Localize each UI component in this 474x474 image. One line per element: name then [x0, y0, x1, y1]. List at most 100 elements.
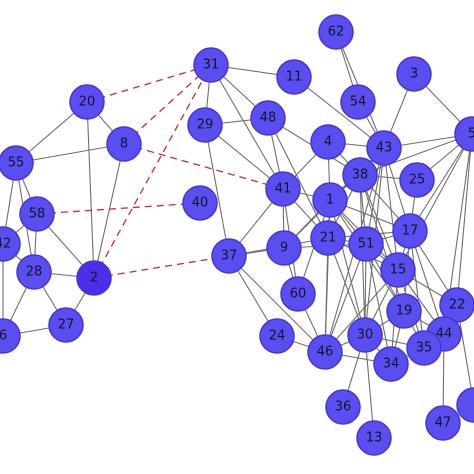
- node-circle: [310, 220, 346, 256]
- node-label: 60: [290, 287, 307, 302]
- graph-node-9: 9: [266, 230, 302, 266]
- node-label: 51: [358, 237, 375, 252]
- graph-node-43: 43: [366, 130, 402, 166]
- node-label: 44: [436, 327, 453, 342]
- node-label: 24: [269, 329, 286, 344]
- dashed-edge-8-31: [123, 64, 212, 145]
- node-label: 20: [79, 95, 96, 110]
- node-circle: [456, 387, 474, 423]
- graph-node-55: 55: [0, 145, 34, 181]
- graph-node-31: 31: [193, 47, 229, 83]
- graph-node-27: 27: [48, 307, 84, 343]
- node-circle: [380, 252, 416, 288]
- node-label: 15: [390, 263, 407, 278]
- node-circle: [0, 145, 34, 181]
- edge-20-2: [86, 101, 95, 279]
- node-circle: [280, 276, 316, 312]
- node-label: 6: [0, 329, 7, 344]
- node-circle: [342, 157, 378, 193]
- graph-node-1: 1: [312, 182, 348, 218]
- edge-37-46: [228, 255, 326, 353]
- edge-15-46: [324, 269, 399, 353]
- graph-node-17: 17: [392, 213, 428, 249]
- edge-11-43: [293, 76, 385, 149]
- node-label: 41: [275, 182, 292, 197]
- node-label: 40: [192, 196, 209, 211]
- node-label: 55: [8, 156, 25, 171]
- node-label: 17: [402, 224, 419, 239]
- graph-node-24: 24: [259, 318, 295, 354]
- node-label: 30: [357, 328, 374, 343]
- node-circle: [19, 196, 55, 232]
- edge-8-55: [15, 143, 125, 164]
- node-circle: [307, 334, 343, 370]
- node-label: 11: [286, 70, 303, 85]
- graph-node-29: 29: [187, 107, 223, 143]
- edge-5-17: [409, 133, 473, 232]
- node-circle: [348, 226, 384, 262]
- node-circle: [318, 14, 354, 50]
- node-circle: [312, 182, 348, 218]
- graph-node-58: 58: [19, 196, 55, 232]
- graph-node-15: 15: [380, 252, 416, 288]
- node-label: 29: [197, 118, 214, 133]
- node-label: 54: [350, 95, 367, 110]
- edge-17-35: [409, 230, 425, 349]
- graph-node-28: 28: [16, 254, 52, 290]
- node-circle: [425, 405, 461, 441]
- graph-node-8: 8: [106, 126, 142, 162]
- node-label: 36: [335, 400, 352, 415]
- node-circle: [347, 317, 383, 353]
- graph-node-20: 20: [69, 84, 105, 120]
- node-label: 42: [0, 237, 11, 252]
- graph-node-42: 42: [0, 226, 21, 262]
- edge-51-46: [324, 243, 367, 353]
- graph-node-51: 51: [348, 226, 384, 262]
- graph-node-36: 36: [325, 389, 361, 425]
- node-label: 47: [435, 416, 452, 431]
- node-circle: [340, 84, 376, 120]
- node-circle: [211, 238, 247, 274]
- graph-node-6: 6: [0, 318, 21, 354]
- node-label: 5: [468, 127, 474, 142]
- graph-node-4: 4: [310, 124, 346, 160]
- node-label: 48: [260, 111, 277, 126]
- edge-48-21: [267, 117, 329, 239]
- node-circle: [182, 185, 218, 221]
- node-label: 9: [280, 241, 288, 256]
- graph-node-40: 40: [182, 185, 218, 221]
- node-label: 34: [383, 357, 400, 372]
- node-label: 21: [320, 231, 337, 246]
- edge-5-22: [456, 133, 473, 306]
- node-circle: [310, 124, 346, 160]
- node-circle: [373, 346, 409, 382]
- graph-node-22: 22: [439, 287, 474, 323]
- node-circle: [366, 130, 402, 166]
- node-circle: [399, 162, 435, 198]
- node-label: 37: [221, 249, 238, 264]
- edge-21-46: [324, 237, 329, 353]
- edge-8-2: [93, 143, 125, 279]
- node-label: 22: [449, 298, 466, 313]
- node-circle: [76, 260, 112, 296]
- node-circle: [259, 318, 295, 354]
- node-circle: [193, 47, 229, 83]
- graph-node-19: 19: [386, 293, 422, 329]
- node-label: 27: [58, 318, 75, 333]
- node-circle: [406, 330, 442, 366]
- node-label: 28: [26, 265, 43, 280]
- graph-node-47: 47: [425, 405, 461, 441]
- node-circle: [386, 293, 422, 329]
- node-circle: [356, 420, 392, 456]
- edge-5-38: [359, 133, 473, 176]
- node-circle: [48, 307, 84, 343]
- edge-51-34: [365, 243, 392, 365]
- node-circle: [325, 389, 361, 425]
- node-circle: [250, 100, 286, 136]
- graph-node-37: 37: [211, 238, 247, 274]
- graph-node-21: 21: [310, 220, 346, 256]
- graph-node-x1: [456, 387, 474, 423]
- node-circle: [69, 84, 105, 120]
- dashed-edge-20-31: [86, 64, 212, 103]
